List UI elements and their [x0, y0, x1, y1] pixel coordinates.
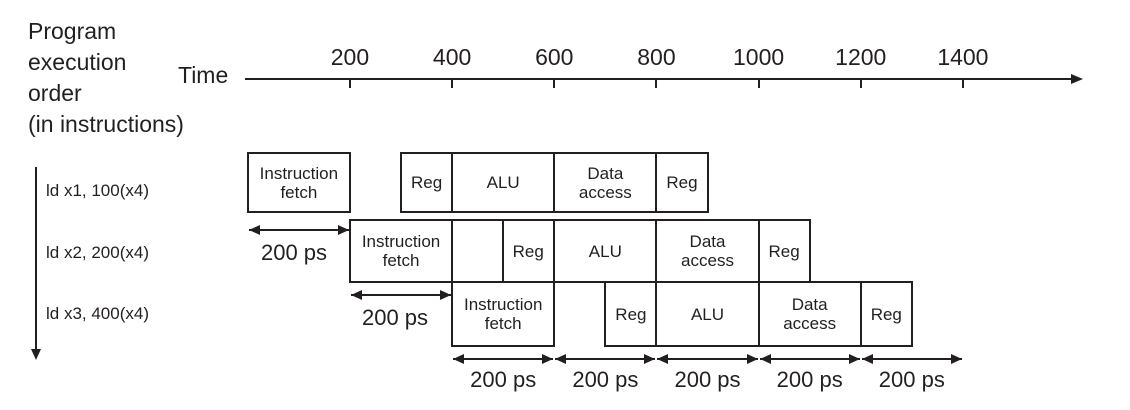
- stage-label: Reg: [512, 241, 544, 261]
- stage-box: ALU: [655, 281, 760, 347]
- measure-arrow: [861, 358, 962, 360]
- time-tick-label: 1000: [733, 44, 785, 70]
- measure-arrowhead-right-icon: [848, 354, 860, 364]
- measure-duration-label: 200 ps: [260, 240, 328, 265]
- stage-box: Reg: [757, 219, 811, 283]
- time-tick: [655, 80, 658, 88]
- stage-box: Reg: [655, 152, 709, 213]
- program-order-arrow: [35, 167, 37, 349]
- time-tick-label: 600: [535, 44, 574, 70]
- measure-arrowhead-right-icon: [644, 354, 656, 364]
- measure-arrow: [248, 229, 349, 231]
- time-tick-label: 400: [432, 44, 472, 70]
- measure-arrowhead-right-icon: [746, 354, 758, 364]
- time-tick-label: 200: [330, 44, 370, 70]
- measure-arrowhead-left-icon: [350, 290, 362, 300]
- measure-duration-label: 200 ps: [572, 367, 639, 392]
- stage-box: Instruction fetch: [348, 219, 454, 283]
- time-tick: [451, 80, 454, 88]
- stage-box: Reg: [859, 281, 913, 347]
- measure-arrow: [555, 358, 656, 360]
- measure-arrowhead-left-icon: [555, 354, 567, 364]
- stage-half-divider: [502, 221, 505, 281]
- instruction-label-3: ld x3, 400(x4): [46, 304, 149, 323]
- time-tick: [859, 80, 862, 88]
- measure-arrowhead-left-icon: [759, 354, 771, 364]
- program-order-arrowhead-icon: [31, 349, 41, 360]
- measure-arrow: [350, 294, 452, 296]
- measure-arrowhead-right-icon: [542, 354, 554, 364]
- instruction-label-2: ld x2, 200(x4): [46, 243, 149, 262]
- stage-box: Reg: [451, 219, 556, 283]
- stage-box: Reg: [604, 281, 658, 347]
- measure-arrowhead-right-icon: [950, 354, 962, 364]
- stage-box: Data access: [757, 281, 862, 347]
- stage-box: Reg: [400, 152, 454, 213]
- time-tick: [348, 80, 351, 88]
- stage-box: ALU: [553, 219, 658, 283]
- measure-arrowhead-left-icon: [248, 225, 260, 235]
- measure-duration-label: 200 ps: [674, 367, 741, 392]
- time-tick: [757, 80, 760, 88]
- stage-box: Data access: [553, 152, 658, 213]
- time-axis-line: [245, 78, 1073, 80]
- time-tick-label: 800: [637, 44, 676, 70]
- time-tick: [961, 80, 964, 88]
- time-tick: [553, 80, 556, 88]
- time-axis-arrowhead-icon: [1071, 74, 1083, 84]
- measure-arrowhead-left-icon: [453, 354, 465, 364]
- instruction-label-1: ld x1, 100(x4): [46, 181, 149, 200]
- time-tick-label: 1200: [835, 44, 887, 70]
- measure-arrowhead-left-icon: [861, 354, 873, 364]
- measure-arrowhead-right-icon: [337, 225, 349, 235]
- heading-line-2: execution: [28, 49, 127, 75]
- measure-arrow: [453, 358, 554, 360]
- program-order-heading: Program execution order (in instructions…: [28, 16, 184, 140]
- stage-box: ALU: [451, 152, 556, 213]
- heading-line-4: (in instructions): [28, 111, 184, 137]
- measure-arrowhead-right-icon: [440, 290, 452, 300]
- stage-box: Instruction fetch: [451, 281, 556, 347]
- measure-arrow: [657, 358, 758, 360]
- stage-box: Data access: [655, 219, 760, 283]
- measure-duration-label: 200 ps: [470, 367, 537, 392]
- time-tick-label: 1400: [937, 44, 989, 70]
- stage-box: Instruction fetch: [246, 152, 351, 213]
- heading-line-3: order: [28, 80, 82, 106]
- time-axis-label: Time: [178, 62, 229, 88]
- measure-duration-label: 200 ps: [776, 367, 843, 392]
- measure-duration-label: 200 ps: [361, 305, 429, 330]
- measure-arrow: [759, 358, 860, 360]
- measure-duration-label: 200 ps: [878, 367, 945, 392]
- measure-arrowhead-left-icon: [657, 354, 669, 364]
- heading-line-1: Program: [28, 18, 117, 44]
